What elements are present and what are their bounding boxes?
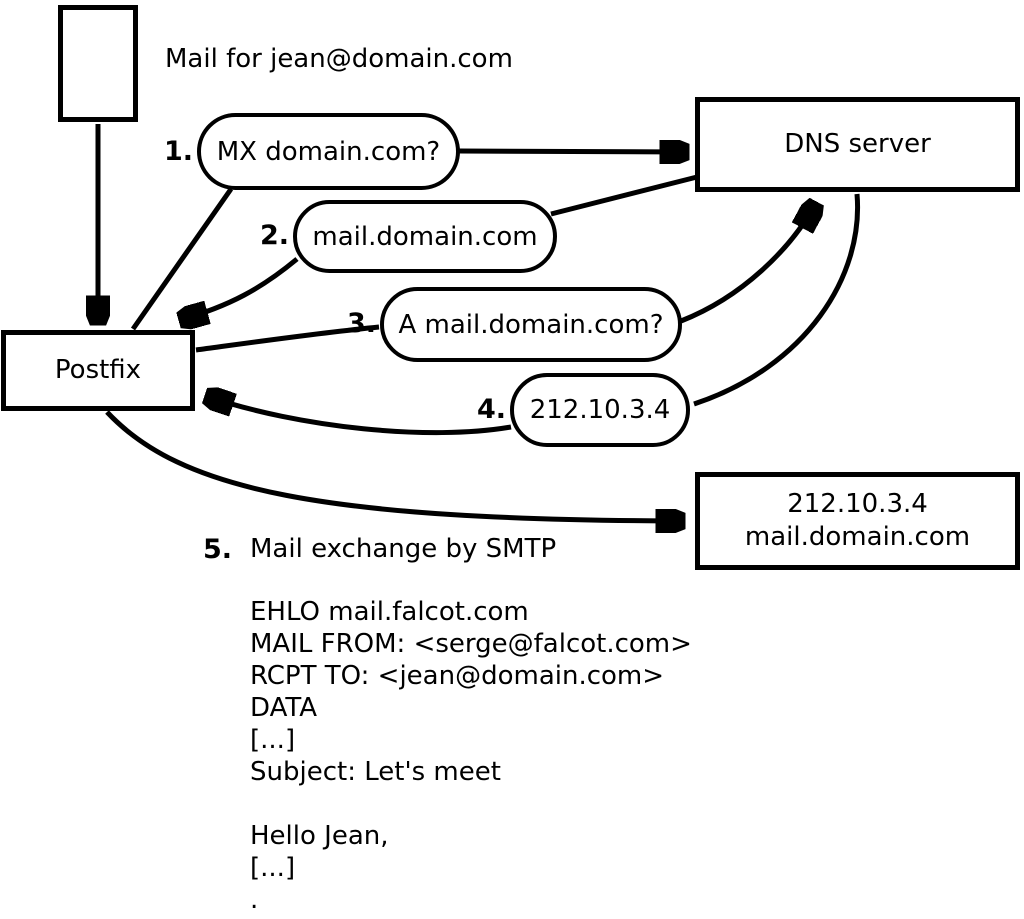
arrow-a-query-to-dns xyxy=(680,203,816,324)
dns-server-label: DNS server xyxy=(784,129,931,159)
step-3-number: 3. xyxy=(346,308,376,339)
arrow-a-answer-to-postfix xyxy=(206,396,512,436)
arrow-mx-query-to-dns xyxy=(458,151,688,152)
dns-server-node: DNS server xyxy=(695,97,1020,192)
smtp-transcript: EHLO mail.falcot.com MAIL FROM: <serge@f… xyxy=(250,597,692,915)
connector-dns-to-mx-answer xyxy=(550,174,698,217)
mx-query-pill: MX domain.com? xyxy=(197,113,460,190)
mx-answer-label: mail.domain.com xyxy=(312,221,538,252)
mx-answer-pill: mail.domain.com xyxy=(293,200,557,273)
step-4-number: 4. xyxy=(476,394,506,425)
a-query-label: A mail.domain.com? xyxy=(398,309,664,340)
arrow-postfix-to-mail-server xyxy=(105,410,684,521)
step-1-number: 1. xyxy=(163,136,193,167)
smtp-step-label: Mail exchange by SMTP xyxy=(250,534,557,564)
postfix-label: Postfix xyxy=(54,355,142,385)
postfix-node: Postfix xyxy=(1,330,195,411)
mail-for-label: Mail for jean@domain.com xyxy=(165,44,513,74)
mail-server-node: 212.10.3.4 mail.domain.com xyxy=(695,472,1020,570)
mail-server-ip-label: 212.10.3.4 xyxy=(787,489,928,519)
mx-query-label: MX domain.com? xyxy=(216,136,441,167)
a-query-pill: A mail.domain.com? xyxy=(380,287,682,362)
connector-postfix-to-a-query xyxy=(195,324,380,353)
step-5-number: 5. xyxy=(202,534,232,565)
mail-message-node xyxy=(58,5,138,122)
arrow-mx-answer-to-postfix xyxy=(180,257,299,320)
step-2-number: 2. xyxy=(259,220,289,251)
connector-dns-to-a-answer xyxy=(693,193,861,407)
a-answer-label: 212.10.3.4 xyxy=(529,395,671,425)
a-answer-pill: 212.10.3.4 xyxy=(510,373,690,447)
connector-postfix-to-mx-query xyxy=(130,187,234,331)
mail-server-host-label: mail.domain.com xyxy=(744,522,971,552)
